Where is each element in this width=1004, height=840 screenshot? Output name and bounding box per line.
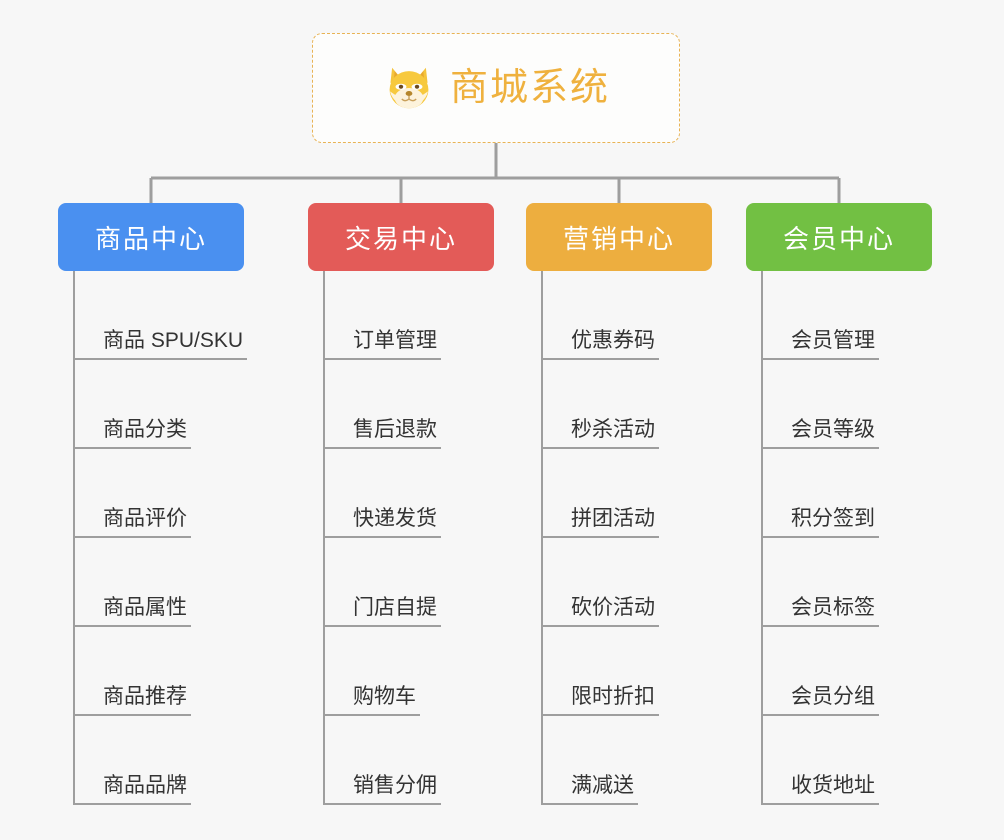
category-box-3[interactable]: 会员中心 bbox=[746, 203, 932, 271]
leaf-underline bbox=[541, 536, 659, 538]
leaf-item: 秒杀活动 bbox=[541, 360, 712, 449]
leaf-list-1: 订单管理 售后退款 快递发货 门店自提 购物车 销售分佣 bbox=[323, 271, 494, 805]
leaf-item: 会员等级 bbox=[761, 360, 932, 449]
leaf-label[interactable]: 商品评价 bbox=[103, 507, 187, 530]
branch-column-2: 营销中心 优惠券码 秒杀活动 拼团活动 砍价活动 限时折扣 满减送 bbox=[526, 203, 712, 805]
leaf-label[interactable]: 门店自提 bbox=[353, 596, 437, 619]
leaf-underline bbox=[73, 714, 191, 716]
leaf-label[interactable]: 优惠券码 bbox=[571, 329, 655, 352]
leaf-item: 拼团活动 bbox=[541, 449, 712, 538]
leaf-label[interactable]: 商品品牌 bbox=[103, 774, 187, 797]
branch-column-3: 会员中心 会员管理 会员等级 积分签到 会员标签 会员分组 收货地址 bbox=[746, 203, 932, 805]
category-label-1: 交易中心 bbox=[344, 223, 457, 254]
leaf-underline bbox=[73, 536, 191, 538]
leaf-item: 会员标签 bbox=[761, 538, 932, 627]
leaf-underline bbox=[73, 803, 191, 805]
leaf-underline bbox=[541, 803, 638, 805]
leaf-underline bbox=[761, 625, 879, 627]
leaf-item: 订单管理 bbox=[323, 271, 494, 360]
category-box-0[interactable]: 商品中心 bbox=[58, 203, 244, 271]
leaf-label[interactable]: 商品 SPU/SKU bbox=[103, 329, 244, 352]
category-box-2[interactable]: 营销中心 bbox=[526, 203, 712, 271]
leaf-item: 售后退款 bbox=[323, 360, 494, 449]
leaf-item: 砍价活动 bbox=[541, 538, 712, 627]
leaf-item: 商品品牌 bbox=[73, 716, 244, 805]
leaf-item: 销售分佣 bbox=[323, 716, 494, 805]
leaf-underline bbox=[761, 714, 879, 716]
leaf-underline bbox=[323, 803, 441, 805]
shiba-dog-icon bbox=[389, 67, 429, 109]
leaf-label[interactable]: 砍价活动 bbox=[571, 596, 655, 619]
leaf-underline bbox=[541, 447, 659, 449]
leaf-label[interactable]: 会员标签 bbox=[791, 596, 875, 619]
leaf-list-3: 会员管理 会员等级 积分签到 会员标签 会员分组 收货地址 bbox=[761, 271, 932, 805]
leaf-item: 商品属性 bbox=[73, 538, 244, 627]
leaf-list-2: 优惠券码 秒杀活动 拼团活动 砍价活动 限时折扣 满减送 bbox=[541, 271, 712, 805]
leaf-label[interactable]: 售后退款 bbox=[353, 418, 437, 441]
leaf-list-0: 商品 SPU/SKU 商品分类 商品评价 商品属性 商品推荐 商品品牌 bbox=[73, 271, 247, 805]
leaf-item: 满减送 bbox=[541, 716, 712, 805]
leaf-item: 会员分组 bbox=[761, 627, 932, 716]
leaf-underline bbox=[761, 358, 879, 360]
leaf-label[interactable]: 商品推荐 bbox=[103, 685, 187, 708]
leaf-label[interactable]: 会员分组 bbox=[791, 685, 875, 708]
root-title: 商城系统 bbox=[449, 67, 610, 109]
leaf-label[interactable]: 购物车 bbox=[353, 685, 416, 708]
branch-column-1: 交易中心 订单管理 售后退款 快递发货 门店自提 购物车 销售分佣 bbox=[308, 203, 494, 805]
root-node[interactable]: 商城系统 bbox=[312, 33, 680, 143]
leaf-label[interactable]: 会员管理 bbox=[791, 329, 875, 352]
leaf-underline bbox=[323, 536, 441, 538]
leaf-item: 优惠券码 bbox=[541, 271, 712, 360]
leaf-item: 积分签到 bbox=[761, 449, 932, 538]
leaf-item: 商品推荐 bbox=[73, 627, 244, 716]
leaf-underline bbox=[541, 625, 659, 627]
leaf-label[interactable]: 收货地址 bbox=[791, 774, 875, 797]
leaf-underline bbox=[73, 358, 247, 360]
leaf-underline bbox=[541, 358, 659, 360]
leaf-label[interactable]: 秒杀活动 bbox=[571, 418, 655, 441]
leaf-label[interactable]: 快递发货 bbox=[353, 507, 437, 530]
leaf-item: 会员管理 bbox=[761, 271, 932, 360]
leaf-underline bbox=[73, 447, 191, 449]
leaf-label[interactable]: 限时折扣 bbox=[571, 685, 655, 708]
leaf-underline bbox=[761, 536, 879, 538]
leaf-label[interactable]: 满减送 bbox=[571, 774, 634, 797]
branch-column-0: 商品中心 商品 SPU/SKU 商品分类 商品评价 商品属性 商品推荐 商品品牌 bbox=[58, 203, 247, 805]
leaf-label[interactable]: 销售分佣 bbox=[353, 774, 437, 797]
leaf-label[interactable]: 积分签到 bbox=[791, 507, 875, 530]
leaf-underline bbox=[323, 358, 441, 360]
leaf-underline bbox=[323, 714, 420, 716]
leaf-label[interactable]: 商品分类 bbox=[103, 418, 187, 441]
leaf-underline bbox=[323, 447, 441, 449]
leaf-label[interactable]: 会员等级 bbox=[791, 418, 875, 441]
leaf-item: 门店自提 bbox=[323, 538, 494, 627]
leaf-label[interactable]: 商品属性 bbox=[103, 596, 187, 619]
leaf-item: 购物车 bbox=[323, 627, 494, 716]
leaf-item: 收货地址 bbox=[761, 716, 932, 805]
category-label-3: 会员中心 bbox=[782, 223, 895, 254]
leaf-underline bbox=[323, 625, 441, 627]
leaf-item: 快递发货 bbox=[323, 449, 494, 538]
category-label-0: 商品中心 bbox=[94, 223, 207, 254]
leaf-underline bbox=[541, 714, 659, 716]
leaf-underline bbox=[761, 803, 879, 805]
leaf-underline bbox=[73, 625, 191, 627]
leaf-label[interactable]: 拼团活动 bbox=[571, 507, 655, 530]
category-box-1[interactable]: 交易中心 bbox=[308, 203, 494, 271]
category-label-2: 营销中心 bbox=[562, 223, 675, 254]
leaf-item: 商品分类 bbox=[73, 360, 244, 449]
leaf-label[interactable]: 订单管理 bbox=[353, 329, 437, 352]
leaf-item: 限时折扣 bbox=[541, 627, 712, 716]
leaf-underline bbox=[761, 447, 879, 449]
leaf-item: 商品评价 bbox=[73, 449, 244, 538]
leaf-item: 商品 SPU/SKU bbox=[73, 271, 247, 360]
